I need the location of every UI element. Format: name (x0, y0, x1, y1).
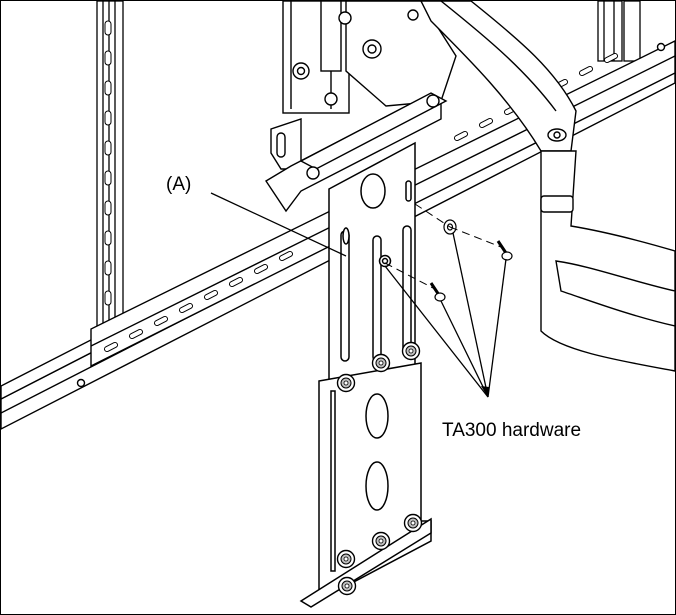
callout-label-hardware: TA300 hardware (442, 420, 582, 441)
vertical-rail-left (96, 1, 124, 332)
upper-bracket (270, 1, 457, 170)
clamp-plate (265, 92, 448, 213)
hardware (429, 219, 513, 302)
slide-plate (299, 341, 432, 608)
assembly-lines (384, 203, 502, 289)
extension-plate (328, 141, 416, 382)
articulating-arm (420, 1, 675, 372)
leader-lines (210, 192, 507, 398)
leader-arrowheads (481, 386, 489, 397)
callout-label-a: (A) (166, 174, 192, 195)
vertical-rail-right (597, 1, 641, 62)
